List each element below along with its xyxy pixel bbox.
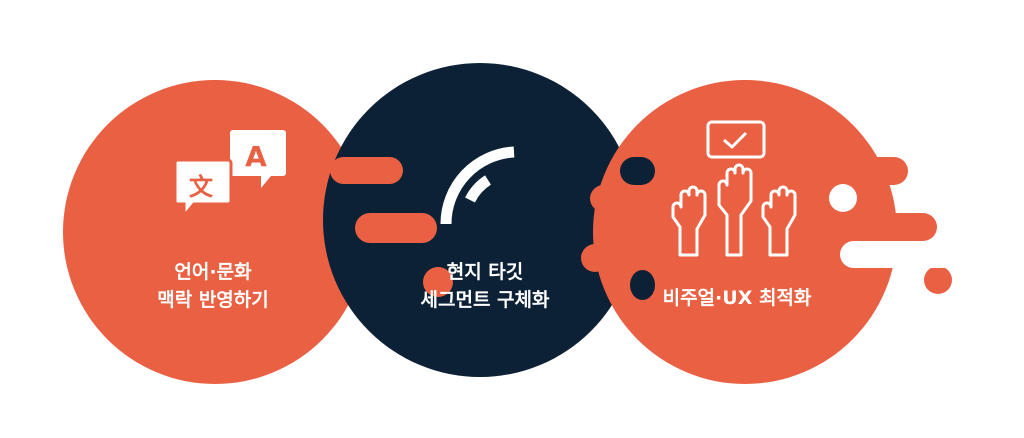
step-2-line-2: 세그먼트 구체화 — [420, 289, 550, 311]
step-3-label: 비주얼·UX 최적화 — [663, 284, 812, 312]
step-2-line-1: 현지 타깃 — [446, 261, 524, 283]
step-1-line-1: 언어·문화 — [174, 261, 252, 283]
raised-hands-vote-icon — [671, 120, 797, 257]
step-2-label: 현지 타깃 세그먼트 구체화 — [421, 258, 550, 314]
svg-text:文: 文 — [189, 173, 214, 201]
step-1-label: 언어·문화 맥락 반영하기 — [157, 258, 269, 314]
translate-icon: A 文 — [173, 130, 286, 221]
target-arc-icon — [440, 146, 515, 225]
step-1-line-2: 맥락 반영하기 — [157, 289, 269, 311]
svg-text:A: A — [245, 140, 267, 173]
step-3-circle — [581, 80, 952, 384]
step-3-line-1: 비주얼·UX 최적화 — [662, 287, 812, 309]
